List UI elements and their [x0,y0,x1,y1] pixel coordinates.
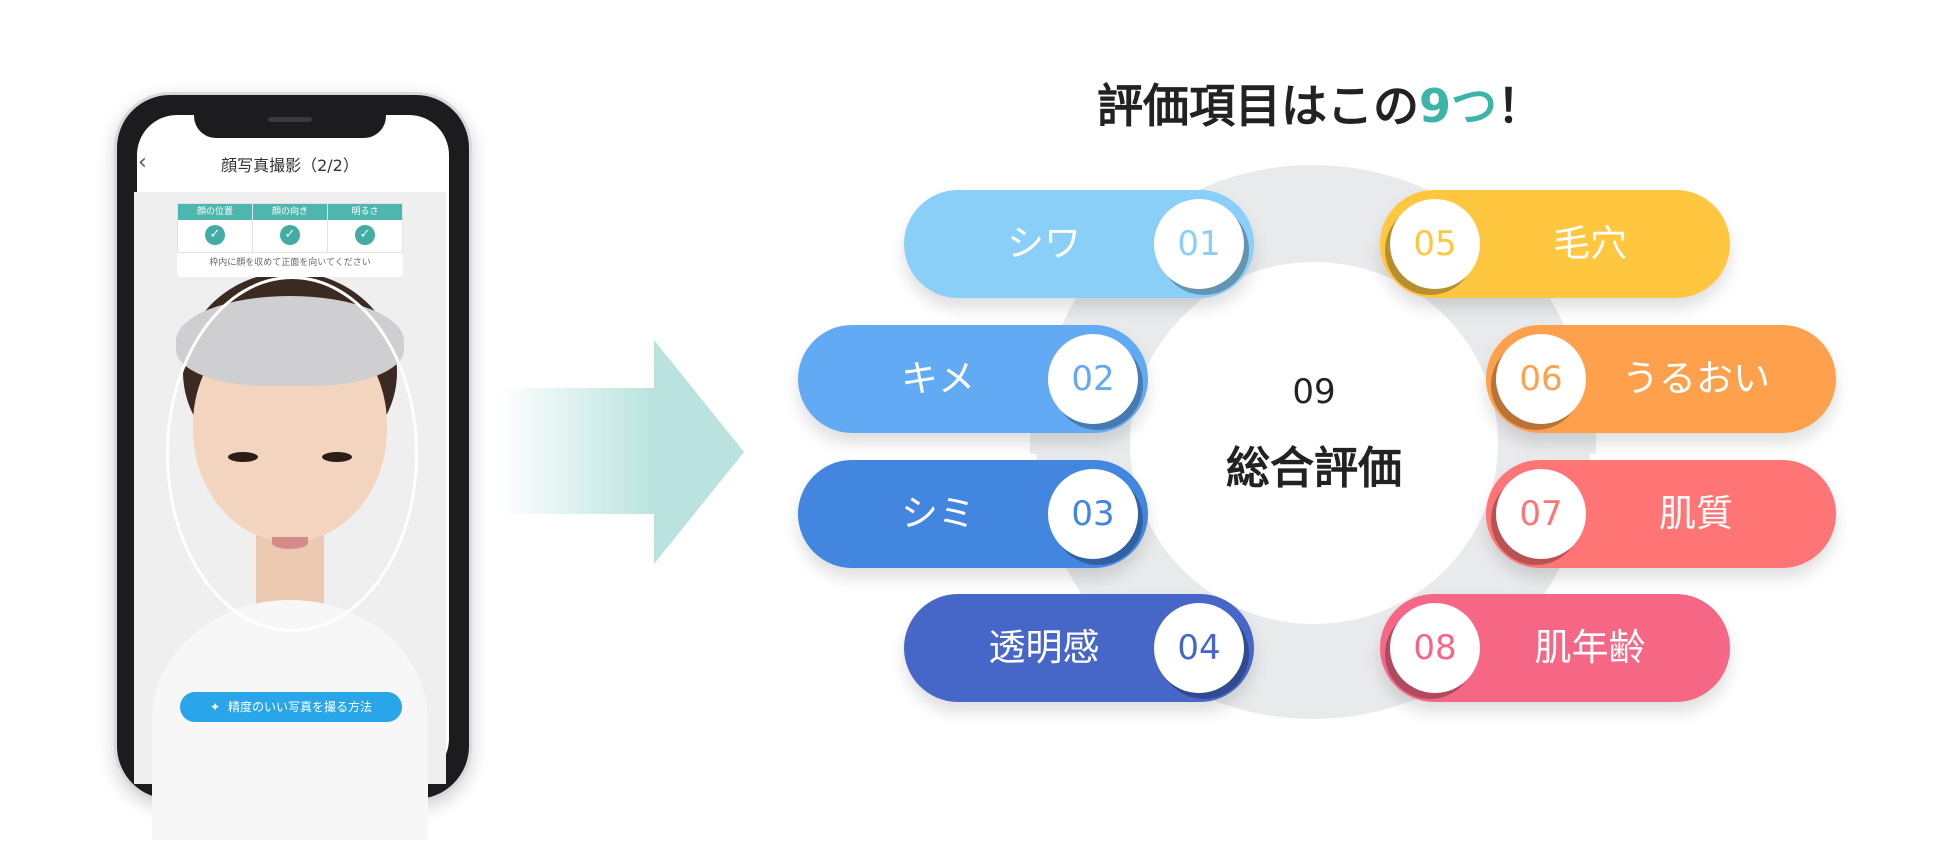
item-number: 08 [1390,603,1480,693]
instruction-text: 枠内に顔を収めて正面を向いてください [209,258,371,268]
heading-text: 評価項目はこの [1096,79,1419,133]
photo-tips-button[interactable]: ✦ 精度のいい写真を撮る方法 [180,692,402,722]
diagram-heading: 評価項目はこの9つ！ [1000,70,1640,136]
item-pill-01: シワ 01 [904,190,1254,298]
item-pill-02: キメ 02 [798,325,1148,433]
item-pill-06: 06 うるおい [1486,325,1836,433]
check-face-position: 顔の位置 ✓ [177,203,253,253]
item-label: 毛穴 [1553,222,1627,265]
item-pill-05: 05 毛穴 [1380,190,1730,298]
heading-accent: 9つ [1418,79,1497,133]
item-number: 05 [1390,199,1480,289]
item-label: シワ [1007,222,1081,265]
check-face-direction: 顔の向き ✓ [252,203,328,253]
phone-notch [194,112,386,138]
center-circle [1130,262,1498,624]
photo-tips-label: 精度のいい写真を撮る方法 [228,700,373,714]
item-label: シミ [901,492,975,535]
item-label: キメ [901,357,975,400]
check-label: 顔の向き [253,204,327,220]
checkmark-icon: ✓ [355,225,375,245]
center-number: 09 [1292,372,1336,412]
item-pill-08: 08 肌年齢 [1380,594,1730,702]
item-label: うるおい [1622,357,1770,400]
item-label: 肌質 [1659,492,1733,535]
phone-speaker [268,117,312,122]
arrow-shaft [500,388,654,514]
item-number: 03 [1048,469,1138,559]
item-number: 06 [1496,334,1586,424]
item-number: 01 [1154,199,1244,289]
check-panel: 顔の位置 ✓ 顔の向き ✓ 明るさ ✓ [177,203,403,277]
checkmark-icon: ✓ [205,225,225,245]
item-label: 透明感 [988,626,1100,669]
item-pill-07: 07 肌質 [1486,460,1836,568]
arrow-right-icon [654,340,744,564]
item-number: 07 [1496,469,1586,559]
center-label: 総合評価 [1226,443,1402,494]
heading-exclaim: ！ [1497,79,1543,133]
check-label: 明るさ [328,204,402,220]
checkmark-icon: ✓ [280,225,300,245]
item-pill-03: シミ 03 [798,460,1148,568]
item-label: 肌年齢 [1534,626,1646,669]
check-label: 顔の位置 [178,204,252,220]
face-guide-oval [166,276,418,632]
back-icon[interactable]: ‹ [138,150,147,175]
sparkle-icon: ✦ [209,700,221,714]
item-number: 04 [1154,603,1244,693]
screen-title: 顔写真撮影（2/2） [221,156,359,175]
item-number: 02 [1048,334,1138,424]
item-pill-04: 透明感 04 [904,594,1254,702]
check-brightness: 明るさ ✓ [327,203,403,253]
